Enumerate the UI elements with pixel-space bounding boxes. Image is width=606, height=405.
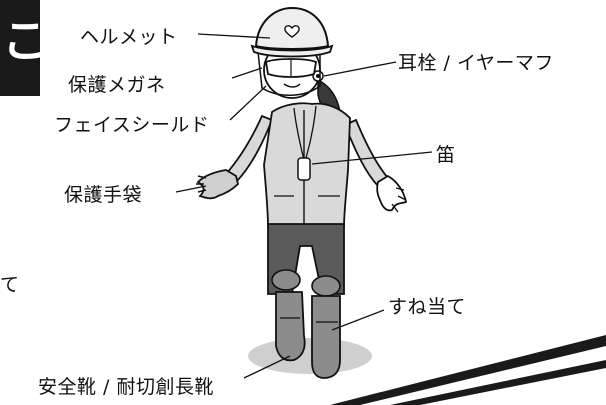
leader-lines bbox=[175, 33, 433, 379]
cropped-text-fragment: て bbox=[0, 274, 20, 296]
header-badge-glyph: こ bbox=[2, 14, 48, 68]
helmet-brim bbox=[250, 44, 334, 58]
label-boots: 安全靴 / 耐切創長靴 bbox=[38, 376, 214, 398]
label-gloves: 保護手袋 bbox=[64, 184, 143, 206]
label-goggles: 保護メガネ bbox=[68, 74, 166, 96]
label-shin-guards: すね当て bbox=[388, 296, 467, 318]
boot-left bbox=[275, 291, 306, 362]
label-face-shield: フェイスシールド bbox=[54, 114, 210, 136]
leader-whistle bbox=[311, 151, 433, 165]
whistle-shape bbox=[297, 157, 311, 181]
leader-gloves bbox=[175, 185, 207, 193]
leader-shin-guards bbox=[331, 309, 385, 331]
glove-left bbox=[196, 169, 239, 200]
face-shield bbox=[257, 49, 321, 96]
boot-right bbox=[311, 295, 341, 379]
hand-right bbox=[376, 174, 408, 213]
leader-goggles bbox=[231, 67, 263, 79]
right-arm bbox=[343, 118, 390, 188]
leader-face-shield bbox=[229, 85, 267, 121]
leader-boots bbox=[243, 355, 291, 379]
lanyard bbox=[293, 105, 317, 161]
knee-guard-left bbox=[271, 269, 301, 291]
helmet-heart-icon bbox=[284, 25, 300, 38]
label-earplugs: 耳栓 / イヤーマフ bbox=[398, 52, 554, 74]
knee-guard-right bbox=[311, 275, 341, 297]
header-badge: こ bbox=[0, 0, 48, 96]
label-helmet: ヘルメット bbox=[80, 26, 178, 48]
decorative-stripes bbox=[330, 335, 606, 405]
label-whistle: 笛 bbox=[436, 144, 456, 166]
leader-helmet bbox=[197, 33, 271, 39]
leader-earplugs bbox=[323, 61, 397, 77]
floor-shadow bbox=[248, 338, 372, 374]
earplug bbox=[316, 74, 320, 78]
